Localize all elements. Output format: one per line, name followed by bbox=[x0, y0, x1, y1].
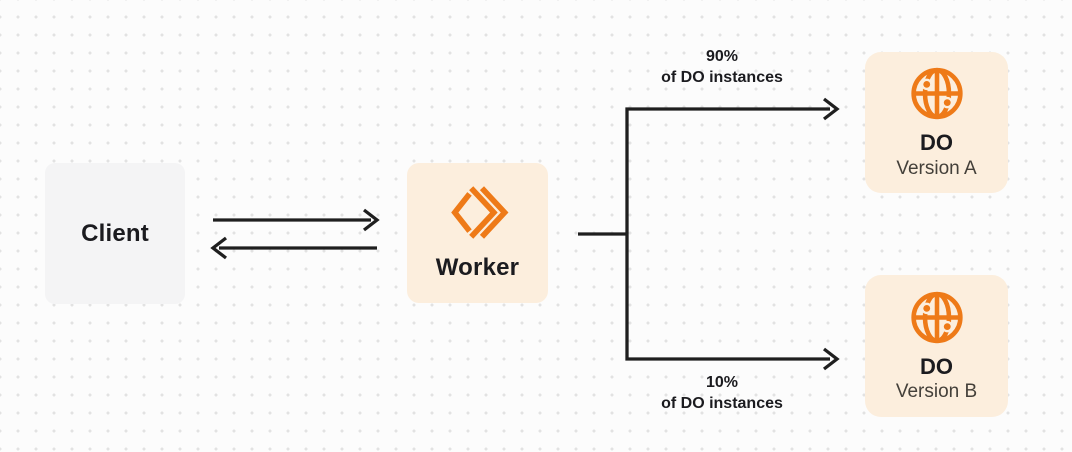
worker-node: Worker bbox=[407, 163, 548, 303]
split-top-percent: 90% bbox=[705, 48, 739, 65]
globe-icon bbox=[910, 68, 963, 120]
arrow-head-to-do-a bbox=[822, 97, 840, 121]
split-bottom-percent: 10% bbox=[705, 374, 739, 391]
do-version-a-node: DO Version A bbox=[865, 52, 1008, 193]
arrow-worker-to-client bbox=[210, 236, 377, 260]
split-label-90-percent: 90% of DO instances bbox=[617, 46, 827, 88]
split-top-caption: of DO instances bbox=[661, 69, 783, 86]
client-node: Client bbox=[45, 163, 185, 304]
split-label-10-percent: 10% of DO instances bbox=[617, 372, 827, 414]
do-b-subtitle: Version B bbox=[895, 381, 978, 403]
split-branch-line bbox=[625, 107, 830, 361]
do-a-subtitle: Version A bbox=[896, 157, 977, 179]
do-version-b-node: DO Version B bbox=[865, 275, 1008, 417]
split-bottom-caption: of DO instances bbox=[661, 395, 783, 412]
client-node-label: Client bbox=[81, 219, 149, 247]
worker-node-label: Worker bbox=[435, 254, 520, 281]
do-b-title: DO bbox=[920, 353, 953, 379]
arrow-client-to-worker bbox=[213, 208, 380, 232]
arrow-head-to-do-b bbox=[822, 347, 840, 371]
cloudflare-workers-icon bbox=[450, 186, 508, 239]
globe-icon bbox=[910, 291, 963, 344]
do-a-title: DO bbox=[920, 130, 953, 156]
